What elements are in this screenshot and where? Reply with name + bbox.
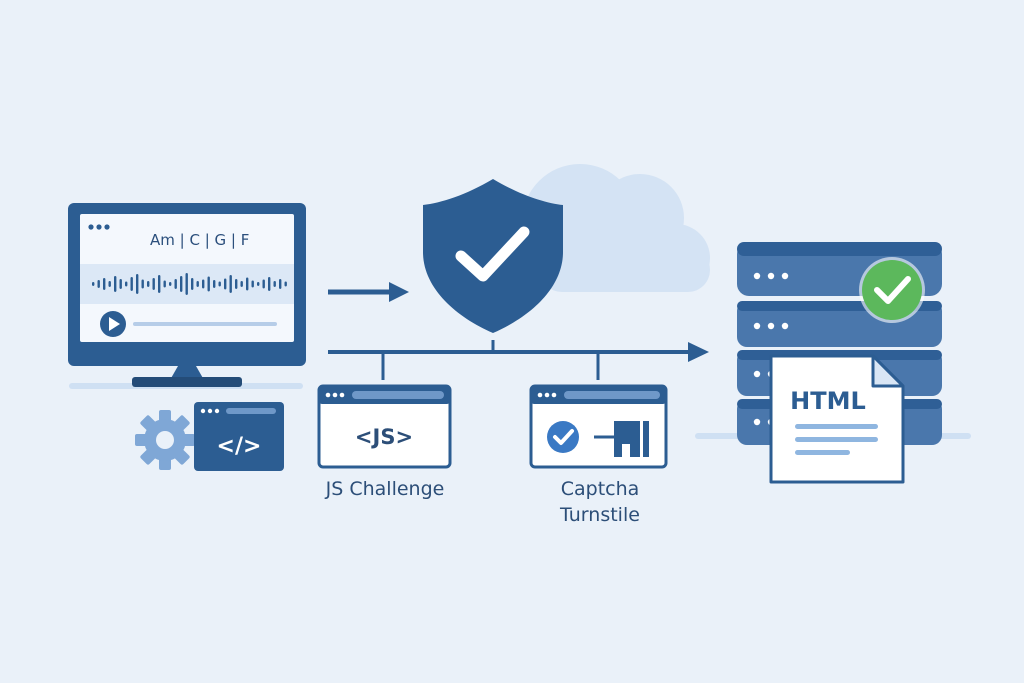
captcha-caption: Captcha (560, 478, 640, 500)
waveform-bar (268, 277, 271, 291)
turnstile-caption: Turnstile (560, 504, 640, 526)
waveform-bar (92, 282, 95, 286)
waveform-bar (273, 281, 276, 287)
waveform-bar (213, 280, 216, 288)
waveform-bar (246, 277, 249, 291)
gear-icon (135, 410, 195, 470)
waveform-bar (207, 276, 210, 292)
waveform (92, 273, 287, 295)
waveform-bar (103, 278, 106, 290)
arrow-icon (328, 282, 409, 302)
code-window-icon: </> (194, 402, 284, 471)
waveform-bar (169, 282, 172, 286)
flow-arrow (328, 340, 709, 380)
waveform-bar (152, 278, 155, 290)
waveform-bar (218, 281, 221, 287)
captcha-window-icon (529, 384, 668, 469)
waveform-bar (224, 278, 227, 290)
waveform-bar (180, 276, 183, 292)
waveform-bar (147, 281, 150, 287)
waveform-bar (119, 279, 122, 289)
monitor-base (132, 377, 242, 387)
waveform-bar (262, 279, 265, 289)
waveform-bar (136, 274, 139, 294)
waveform-bar (235, 279, 238, 289)
waveform-bar (240, 281, 243, 287)
waveform-bar (191, 278, 194, 290)
waveform-bar (257, 282, 260, 286)
monitor-icon: Am | C | G | F (68, 203, 306, 387)
checkbox-check-icon[interactable] (547, 421, 579, 453)
waveform-bar (284, 281, 287, 287)
js-window-label: <JS> (355, 425, 413, 449)
waveform-bar (196, 281, 199, 287)
html-document-icon: HTML (769, 354, 905, 484)
chord-progression: Am | C | G | F (150, 231, 249, 249)
waveform-bar (130, 277, 133, 291)
shield-check-icon (423, 179, 563, 333)
waveform-bar (229, 275, 232, 293)
waveform-bar (202, 279, 205, 289)
progress-track[interactable] (133, 322, 277, 326)
js-challenge-caption: JS Challenge (325, 478, 445, 500)
waveform-bar (251, 280, 254, 288)
waveform-bar (279, 279, 282, 289)
waveform-bar (108, 281, 111, 287)
browser-window-icon: <JS> (317, 384, 452, 469)
waveform-bar (114, 276, 117, 292)
waveform-bar (125, 281, 128, 287)
waveform-bar (97, 280, 100, 288)
waveform-bar (185, 273, 188, 295)
turnstile-gate-icon (614, 421, 640, 457)
waveform-bar (174, 279, 177, 289)
waveform-bar (158, 275, 161, 293)
waveform-bar (163, 280, 166, 288)
check-badge-icon (859, 257, 925, 323)
monitor-neck (170, 366, 204, 380)
waveform-bar (141, 279, 144, 289)
check-icon (455, 226, 530, 282)
code-label: </> (217, 434, 262, 459)
play-icon (109, 317, 120, 331)
html-label: HTML (790, 387, 866, 415)
